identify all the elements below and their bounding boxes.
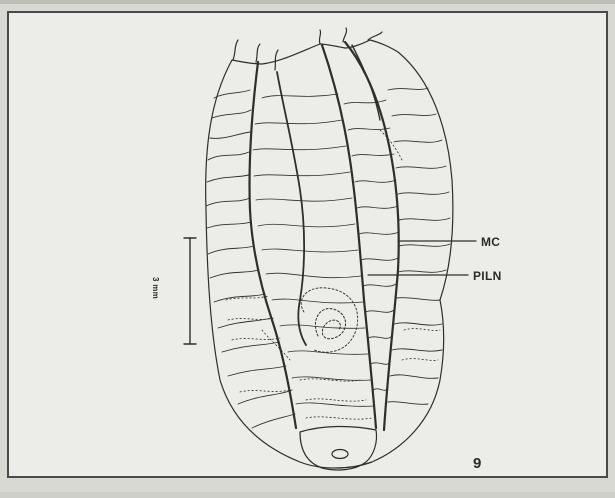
vessel-left bbox=[249, 62, 296, 428]
central-veins bbox=[253, 94, 374, 406]
central-coil bbox=[315, 309, 345, 339]
figure-number: 9 bbox=[473, 455, 482, 472]
basal-pore bbox=[332, 450, 348, 459]
scale-bar bbox=[184, 238, 196, 344]
label-piln: PILN bbox=[473, 269, 502, 283]
basal-capsule bbox=[300, 426, 377, 470]
lateral-veins-right bbox=[388, 88, 450, 404]
central-coil-outer bbox=[301, 288, 357, 352]
scale-bar-label: 3 mm bbox=[151, 277, 160, 299]
label-mc: MC bbox=[481, 235, 500, 249]
